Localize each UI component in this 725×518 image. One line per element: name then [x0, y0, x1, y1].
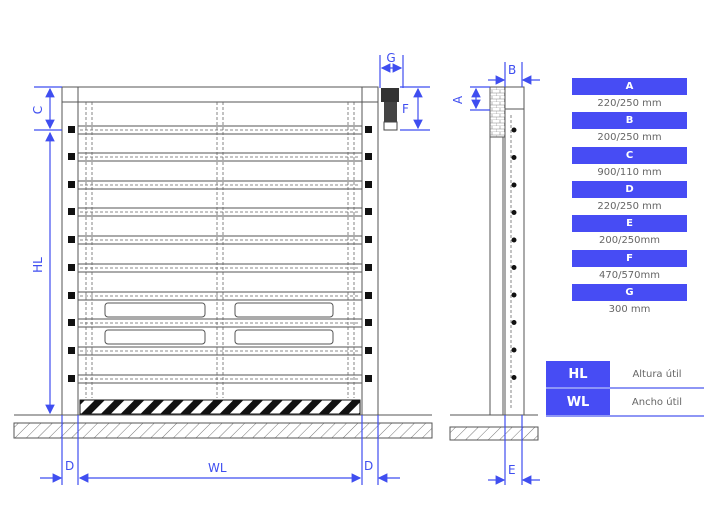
slat-end — [365, 375, 372, 382]
slat — [77, 207, 363, 217]
slat-end — [365, 264, 372, 271]
slat — [77, 263, 363, 273]
front-view — [13, 86, 433, 439]
slat-end — [365, 236, 372, 243]
spec-key: D — [572, 180, 687, 198]
slat-pin — [511, 347, 517, 353]
slat-end — [68, 319, 75, 326]
slat — [77, 291, 363, 301]
dim-e-label: E — [508, 463, 516, 477]
legend-key: WL — [546, 388, 610, 417]
slat-pin — [511, 155, 517, 160]
slat-end — [68, 375, 75, 382]
dimensions: C HL G F D WL D A B E — [31, 51, 540, 485]
spec-key: A — [572, 78, 687, 95]
slat-end — [365, 181, 372, 188]
spec-value: 470/570mm — [598, 269, 661, 281]
spec-item: G 300 mm — [572, 283, 687, 318]
slat — [77, 125, 363, 135]
slat-pin — [511, 265, 517, 270]
spec-value: 200/250mm — [598, 235, 661, 247]
slat-pin — [511, 127, 517, 133]
slat-end — [68, 153, 75, 160]
dim-d-left-label: D — [65, 459, 74, 473]
slat-end — [365, 292, 372, 299]
dim-hl-label: HL — [31, 257, 45, 273]
slat-end — [68, 292, 75, 299]
dim-g-label: G — [386, 51, 395, 65]
dim-wl-label: WL — [208, 461, 227, 475]
dim-d-right-label: D — [364, 459, 373, 473]
spec-value: 200/250 mm — [597, 132, 662, 144]
dim-c-label: C — [31, 106, 45, 114]
legend-key: HL — [546, 361, 610, 389]
spec-key: G — [572, 283, 687, 301]
slat — [77, 180, 363, 190]
slat-end — [68, 208, 75, 215]
spec-item: F 470/570mm — [572, 249, 687, 284]
slat-end — [365, 347, 372, 354]
floor-hatch — [13, 422, 433, 439]
slat-end — [68, 181, 75, 188]
slat-pin — [511, 182, 517, 188]
spec-value: 220/250 mm — [597, 200, 662, 212]
slat-end — [68, 236, 75, 243]
side-guide — [504, 86, 525, 416]
slat-pin — [511, 210, 517, 215]
door-slats — [68, 102, 372, 398]
legend-label: Altura útil — [610, 361, 704, 389]
door-frame — [61, 86, 379, 416]
spec-item: C 900/110 mm — [572, 146, 687, 181]
dim-a-label: A — [451, 95, 465, 104]
spec-item: B 200/250 mm — [572, 112, 687, 146]
spec-key: B — [572, 112, 687, 130]
legend-label: Ancho útil — [610, 388, 704, 417]
spec-key: F — [572, 249, 687, 267]
side-view — [449, 86, 539, 441]
slat-pin — [511, 237, 517, 243]
slat-end — [68, 347, 75, 354]
slat — [77, 235, 363, 245]
window — [104, 329, 206, 345]
spec-value: 220/250 mm — [597, 98, 662, 109]
spec-item: D 220/250 mm — [572, 180, 687, 215]
spec-item: A 220/250 mm — [572, 78, 687, 112]
window — [234, 329, 334, 345]
spec-value: 900/110 mm — [597, 166, 662, 178]
spec-value: 300 mm — [608, 303, 651, 315]
slat-end — [365, 208, 372, 215]
spec-item: E 200/250mm — [572, 215, 687, 249]
slat — [77, 374, 363, 384]
window — [104, 302, 206, 318]
slat-end — [365, 319, 372, 326]
dim-f-label: F — [402, 102, 409, 116]
slat — [77, 346, 363, 356]
slat-pin — [511, 375, 517, 380]
slat-pin — [511, 320, 517, 325]
slat-pin — [511, 292, 517, 298]
slat-end — [68, 264, 75, 271]
slat — [77, 318, 363, 328]
wall-brick — [489, 86, 506, 138]
window — [234, 302, 334, 318]
hazard-strip — [79, 399, 361, 415]
slat-end — [68, 126, 75, 133]
motor-icon — [381, 88, 399, 131]
spec-key: E — [572, 215, 687, 233]
spec-key: C — [572, 146, 687, 164]
slat — [77, 152, 363, 162]
dim-b-label: B — [508, 63, 516, 77]
slat-end — [365, 153, 372, 160]
slat-end — [365, 126, 372, 133]
